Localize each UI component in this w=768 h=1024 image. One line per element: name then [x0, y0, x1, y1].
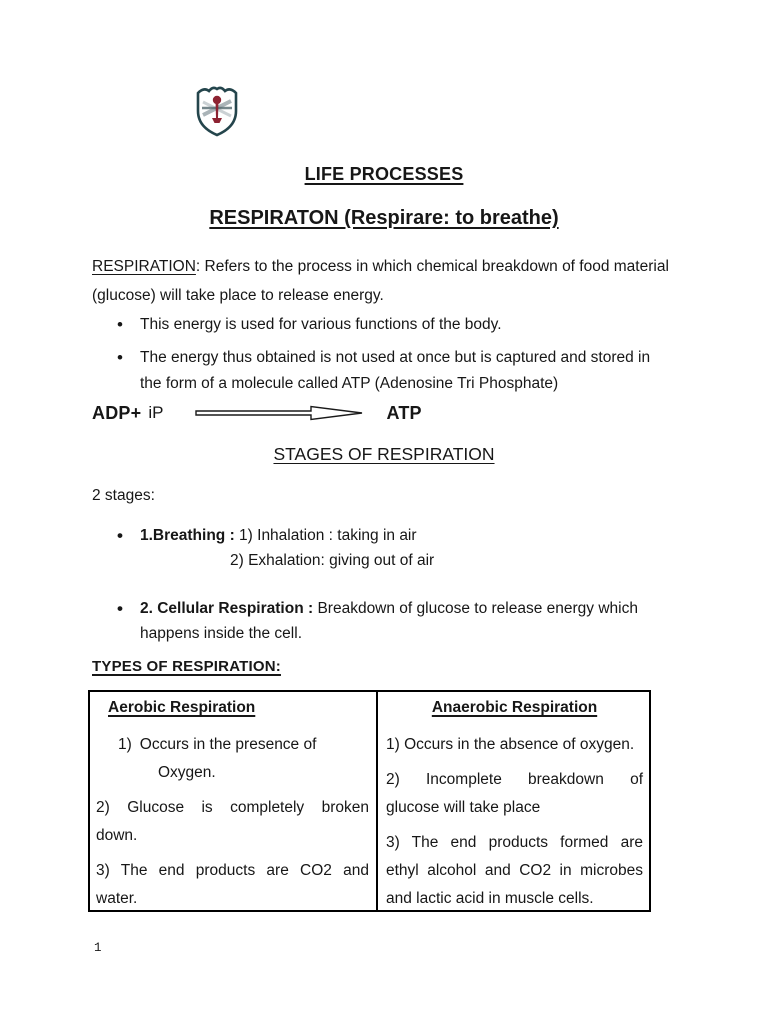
breathing-item: 1.Breathing : 1) Inhalation : taking in … — [92, 523, 692, 573]
stages-heading: STAGES OF RESPIRATION — [0, 444, 768, 465]
page-number: 1 — [94, 941, 102, 955]
breathing-label: 1.Breathing : — [140, 527, 235, 544]
aerobic-item-2: 2) Glucose is completely broken down. — [96, 799, 369, 844]
intro-paragraph: RESPIRATION: Refers to the process in wh… — [92, 252, 674, 310]
list-item: The energy thus obtained is not used at … — [92, 345, 672, 397]
stages-list: 1.Breathing : 1) Inhalation : taking in … — [92, 523, 692, 646]
anaerobic-item-3: 3) The end products formed are ethyl alc… — [386, 834, 643, 907]
list-item-text: This energy is used for various function… — [140, 316, 502, 333]
atp-equation: ADP+ iP ATP — [92, 398, 422, 428]
page-subtitle: RESPIRATON (Respirare: to breathe) — [0, 207, 768, 230]
anaerobic-item-1: 1) Occurs in the absence of oxygen. — [386, 736, 635, 753]
page-subtitle-text: RESPIRATON (Respirare: to breathe) — [209, 207, 559, 229]
aerobic-item-3: 3) The end products are CO2 and water. — [96, 862, 369, 907]
aerobic-column: Aerobic Respiration 1)Occurs in the pres… — [90, 692, 378, 910]
anaerobic-column: Anaerobic Respiration 1) Occurs in the a… — [378, 692, 649, 910]
cellular-label: 2. Cellular Respiration : — [140, 600, 314, 617]
anaerobic-header: Anaerobic Respiration — [431, 699, 598, 716]
school-crest-icon — [196, 86, 238, 137]
breathing-line2: 2) Exhalation: giving out of air — [230, 552, 435, 569]
equation-reactant-ip: iP — [148, 403, 164, 422]
types-heading-text: TYPES OF RESPIRATION: — [92, 658, 281, 675]
intro-text: : Refers to the process in which chemica… — [92, 258, 669, 304]
stages-heading-text: STAGES OF RESPIRATION — [273, 444, 495, 464]
cellular-respiration-item: 2. Cellular Respiration : Breakdown of g… — [92, 596, 692, 646]
breathing-line1: 1) Inhalation : taking in air — [239, 527, 417, 544]
cellular-text: Breakdown of glucose to release energy w… — [140, 600, 638, 642]
anaerobic-item-2: 2) Incomplete breakdown of glucose will … — [386, 771, 643, 816]
list-item-text: The energy thus obtained is not used at … — [140, 349, 651, 392]
right-arrow-icon — [195, 405, 363, 421]
types-heading: TYPES OF RESPIRATION: — [92, 658, 281, 675]
intro-bullet-list: This energy is used for various function… — [92, 312, 672, 404]
aerobic-header: Aerobic Respiration — [108, 699, 256, 716]
equation-product: ATP — [386, 402, 422, 423]
stages-count: 2 stages: — [92, 487, 155, 504]
page-title: LIFE PROCESSES — [0, 164, 768, 185]
page-title-text: LIFE PROCESSES — [304, 164, 464, 184]
intro-term: RESPIRATION — [92, 258, 196, 275]
aerobic-item-1: 1)Occurs in the presence of Oxygen. — [118, 736, 317, 781]
equation-reactant: ADP+ — [92, 402, 142, 423]
list-item: This energy is used for various function… — [92, 312, 672, 338]
respiration-comparison-table: Aerobic Respiration 1)Occurs in the pres… — [88, 690, 651, 912]
